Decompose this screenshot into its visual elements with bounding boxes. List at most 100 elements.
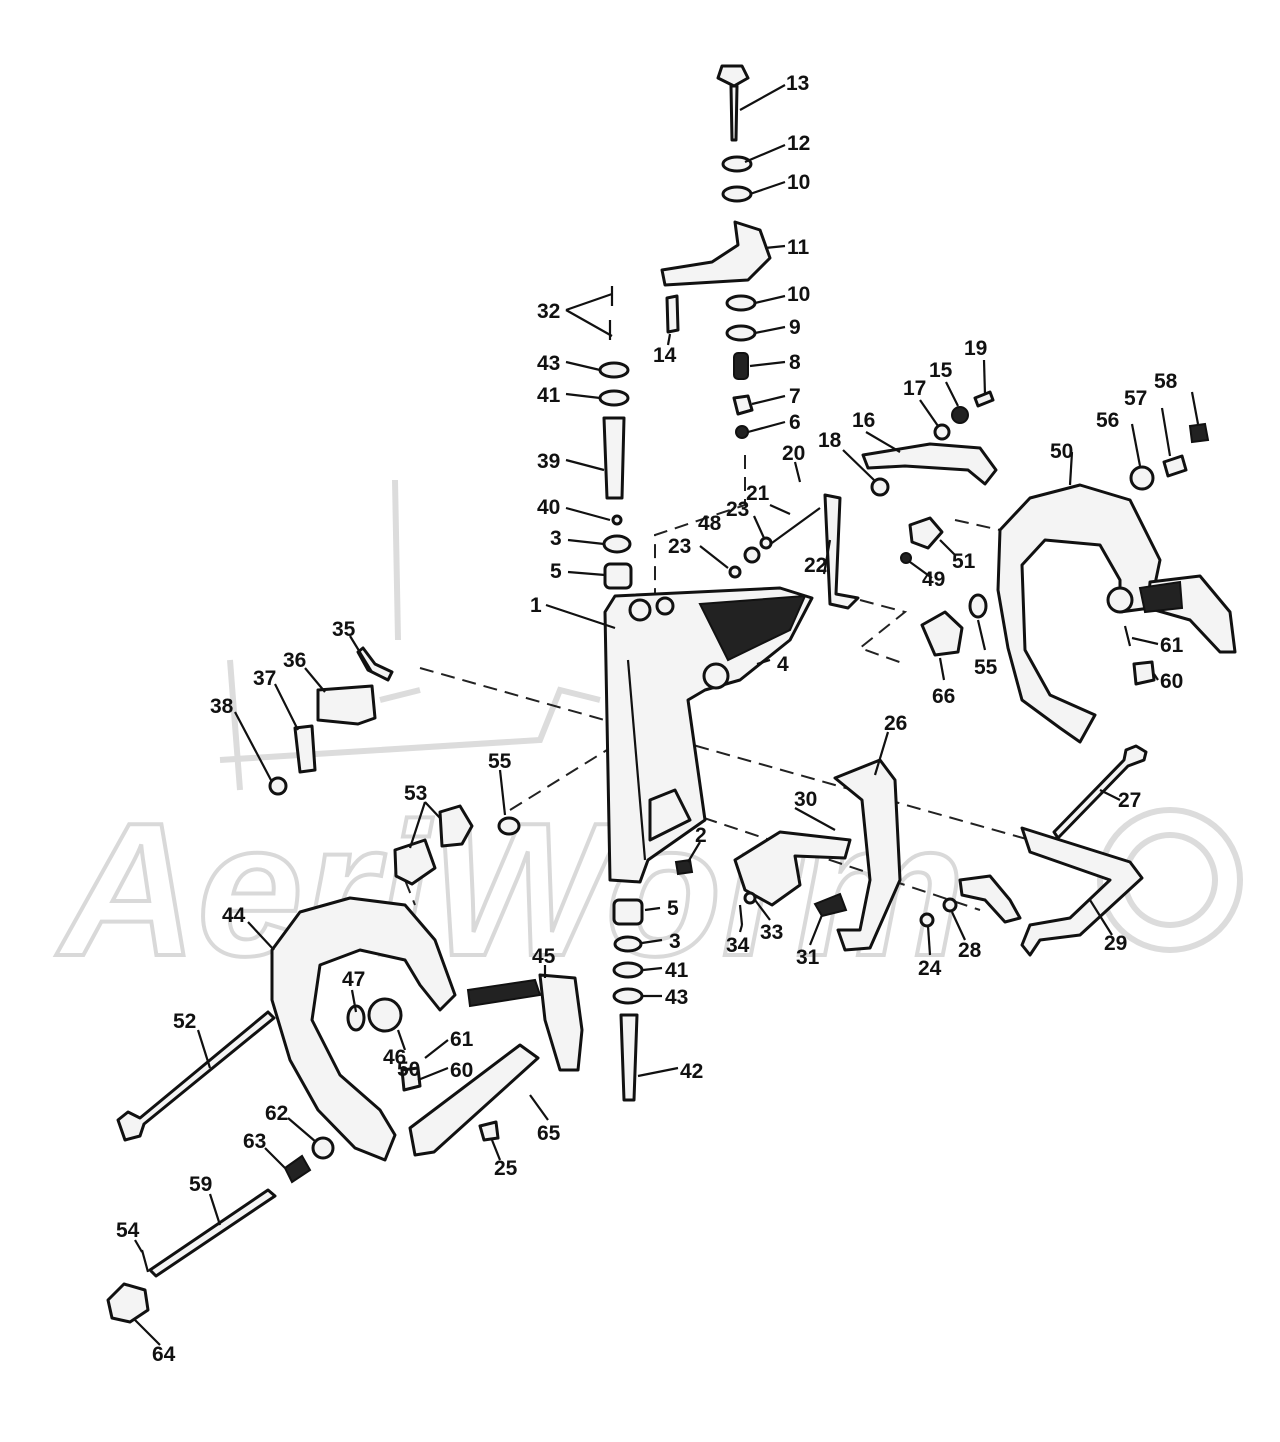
label-56: 56 [1096, 409, 1119, 432]
label-41a: 41 [537, 384, 561, 407]
bolt-52-part [116, 1010, 276, 1142]
label-25: 25 [494, 1157, 518, 1180]
label-46: 46 [383, 1046, 406, 1069]
label-18: 18 [818, 429, 842, 452]
rod-21-part [764, 507, 821, 549]
label-55b: 55 [488, 750, 512, 773]
label-53: 53 [404, 782, 427, 805]
nut-24-part [919, 912, 935, 928]
label-59: 59 [189, 1173, 212, 1196]
label-61b: 61 [450, 1028, 474, 1051]
label-60b: 60 [450, 1059, 473, 1082]
pin-14-part [665, 294, 680, 334]
label-9: 9 [789, 316, 801, 339]
label-45: 45 [532, 945, 556, 968]
washer-9-part [725, 324, 757, 342]
label-35: 35 [332, 618, 356, 641]
label-20: 20 [782, 442, 805, 465]
ring-40-part [611, 514, 623, 526]
label-40: 40 [537, 496, 560, 519]
label-51: 51 [952, 550, 976, 573]
ball-6-part [735, 425, 749, 439]
label-47: 47 [342, 968, 365, 991]
nut-48-part [743, 546, 761, 564]
label-5b: 5 [667, 897, 679, 920]
screw-38-part [268, 776, 288, 796]
washer-43-part [598, 361, 630, 379]
rod-59-part [148, 1188, 277, 1278]
washer-18-part [870, 477, 890, 497]
label-1: 1 [530, 594, 542, 617]
rod-22-part [823, 493, 860, 610]
label-21: 21 [746, 482, 770, 505]
pin-42-part [619, 1013, 639, 1102]
label-14: 14 [653, 344, 677, 367]
nut-62-part [311, 1136, 335, 1160]
label-43b: 43 [665, 986, 688, 1009]
screw-25-part [478, 1120, 500, 1142]
cotter-pin-32-part [608, 286, 614, 340]
label-39: 39 [537, 450, 560, 473]
label-16: 16 [852, 409, 875, 432]
clip-35-part [356, 646, 394, 682]
spring-8-part [733, 352, 749, 380]
label-3a: 3 [550, 527, 562, 550]
spring-31-part [813, 892, 848, 918]
washer-28-part [942, 897, 958, 913]
bushing-5b-part [612, 898, 644, 926]
washer-12-part [721, 155, 753, 173]
label-11: 11 [787, 236, 810, 259]
lever-26-part [833, 758, 902, 952]
label-22: 22 [804, 554, 827, 577]
pin-34-part [738, 904, 744, 926]
label-41b: 41 [665, 959, 689, 982]
label-63: 63 [243, 1130, 266, 1153]
label-44: 44 [222, 904, 246, 927]
washer-55-part [968, 593, 988, 619]
nut-7-part [732, 394, 754, 416]
label-29: 29 [1104, 932, 1127, 955]
watermark-text: AeriWorm [56, 784, 964, 996]
label-10b: 10 [787, 283, 810, 306]
label-31: 31 [796, 946, 820, 969]
knob-56-part [1129, 465, 1155, 491]
label-48: 48 [698, 512, 722, 535]
label-58: 58 [1154, 370, 1178, 393]
label-34: 34 [726, 934, 750, 957]
steering-arm-part [660, 220, 772, 287]
label-36: 36 [283, 649, 306, 672]
screw-49-part [900, 552, 912, 564]
plate-51-part [908, 516, 944, 550]
pin-54-part [140, 1249, 150, 1273]
label-66: 66 [932, 685, 955, 708]
label-23a: 23 [726, 498, 749, 521]
label-50b: 50 [397, 1058, 420, 1081]
label-10a: 10 [787, 171, 810, 194]
nut-15-part [951, 406, 969, 424]
washer-41b-part [612, 961, 644, 979]
label-13: 13 [786, 72, 809, 95]
bracket-29-part [1020, 826, 1144, 957]
bolt-27-part [1052, 744, 1148, 840]
washer-17-part [933, 423, 951, 441]
pin-61-part [1123, 625, 1132, 647]
label-3b: 3 [669, 930, 681, 953]
screw-2-part [674, 858, 694, 876]
label-61a: 61 [1160, 634, 1184, 657]
washer-33-part [743, 891, 757, 905]
label-6: 6 [789, 411, 801, 434]
part-labels: 13 12 10 11 10 9 8 7 6 14 32 43 41 39 40… [116, 72, 1184, 1366]
label-33: 33 [760, 921, 783, 944]
plate-36-part [316, 684, 377, 726]
label-65: 65 [537, 1122, 561, 1145]
washer-41-part [598, 389, 630, 407]
washer-10b-part [725, 294, 757, 312]
label-38: 38 [210, 695, 234, 718]
label-62: 62 [265, 1102, 288, 1125]
washer-43b-part [612, 987, 644, 1005]
label-64: 64 [152, 1343, 176, 1366]
nut-58-part [1188, 422, 1210, 444]
strap-65-part [408, 1043, 540, 1157]
wing-nut-60-part [1132, 660, 1156, 686]
